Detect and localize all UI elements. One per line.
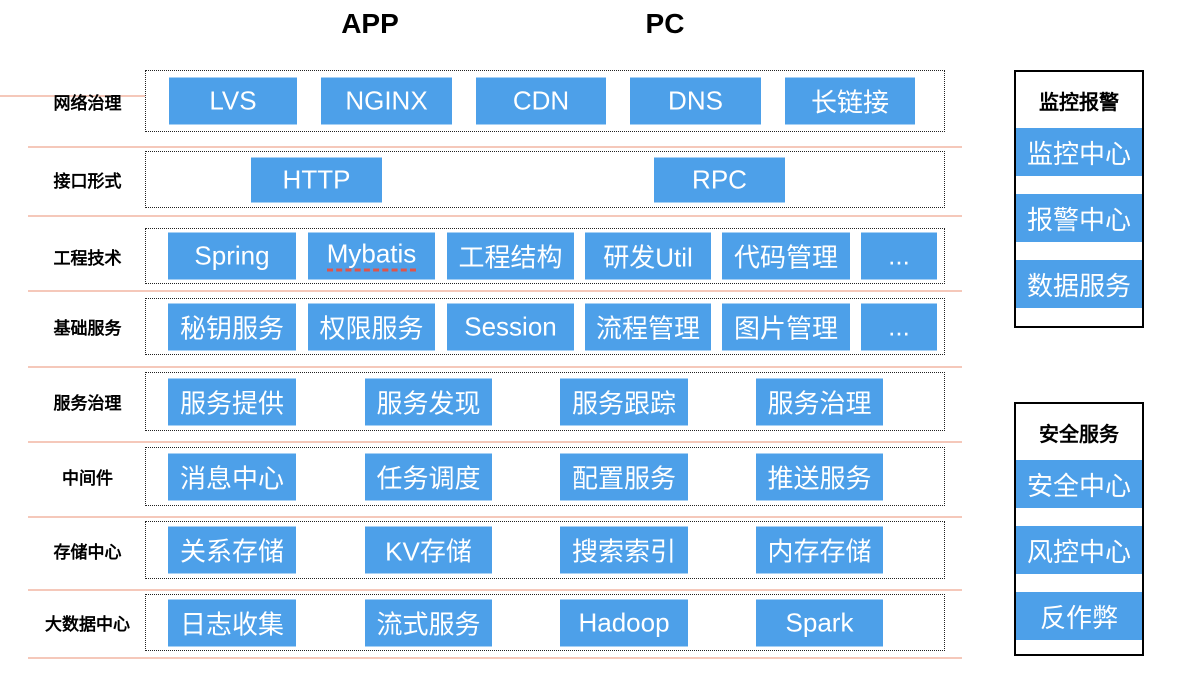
panel-title-monitoring-alert: 监控报警 [1039,91,1119,114]
item-data-service: 数据服务 [1016,260,1142,308]
box-service-tracing: 服务跟踪 [560,378,688,425]
box-mybatis: Mybatis [308,232,435,280]
row-storage-center: 关系存储 KV存储 搜索索引 内存存储 [145,521,945,579]
item-alert-center: 报警中心 [1016,194,1142,242]
box-message-center: 消息中心 [168,453,296,500]
misspelled-text: Mybatis [326,240,417,272]
separator-line [28,290,962,292]
panel-monitoring-alert: 监控报警 监控中心 报警中心 数据服务 [1014,70,1144,328]
item-security-center: 安全中心 [1016,460,1142,508]
row-label-interface-type: 接口形式 [53,172,122,191]
box-lvs: LVS [169,77,297,125]
row-label-basic-services: 基础服务 [53,319,122,338]
row-middleware: 消息中心 任务调度 配置服务 推送服务 [145,447,945,506]
row-big-data-center: 日志收集 流式服务 Hadoop Spark [145,594,945,651]
item-monitoring-center: 监控中心 [1016,128,1142,176]
box-relational-storage: 关系存储 [168,526,296,574]
box-search-index: 搜索索引 [560,526,688,574]
row-service-governance: 服务提供 服务发现 服务跟踪 服务治理 [145,372,945,431]
separator-line [0,95,145,97]
box-spring: Spring [168,232,296,280]
header-pc: PC [645,8,685,39]
box-dns: DNS [630,77,761,125]
box-http: HTTP [251,157,382,202]
box-image-management: 图片管理 [722,303,850,350]
box-config-service: 配置服务 [560,453,688,500]
box-ellipsis: ... [861,232,937,280]
box-code-management: 代码管理 [722,232,850,280]
row-label-engineering-tech: 工程技术 [53,248,122,268]
panel-title-security-service: 安全服务 [1039,423,1119,446]
box-ellipsis: ... [861,303,937,350]
box-kv-storage: KV存储 [365,526,492,574]
row-basic-services: 秘钥服务 权限服务 Session 流程管理 图片管理 ... [145,298,945,355]
separator-line [28,589,962,591]
box-task-scheduling: 任务调度 [365,453,492,500]
item-anti-cheat: 反作弊 [1016,592,1142,640]
box-memory-storage: 内存存储 [756,526,883,574]
box-cdn: CDN [476,77,606,125]
box-permission-service: 权限服务 [308,303,435,350]
row-label-big-data-center: 大数据中心 [45,615,130,634]
separator-line [28,657,962,659]
row-interface-type: HTTP RPC [145,151,945,208]
row-engineering-tech: Spring Mybatis 工程结构 研发Util 代码管理 ... [145,228,945,284]
separator-line [28,366,962,368]
box-long-connection: 长链接 [785,77,915,125]
box-service-discovery: 服务发现 [365,378,492,425]
box-service-provide: 服务提供 [168,378,296,425]
box-push-service: 推送服务 [756,453,883,500]
box-spark: Spark [756,599,883,646]
separator-line [28,441,962,443]
box-secret-key-service: 秘钥服务 [168,303,296,350]
item-risk-control-center: 风控中心 [1016,526,1142,574]
row-label-service-governance: 服务治理 [53,394,122,413]
box-project-structure: 工程结构 [447,232,574,280]
box-session: Session [447,303,574,350]
box-service-governance: 服务治理 [756,378,883,425]
row-label-network-governance: 网络治理 [53,93,122,113]
box-rpc: RPC [654,157,785,202]
row-label-middleware: 中间件 [62,469,113,488]
box-nginx: NGINX [321,77,452,125]
separator-line [28,215,962,217]
separator-line [28,516,962,518]
row-label-storage-center: 存储中心 [53,542,122,562]
box-log-collection: 日志收集 [168,599,296,646]
box-stream-service: 流式服务 [365,599,492,646]
row-network-governance: LVS NGINX CDN DNS 长链接 [145,70,945,132]
box-dev-util: 研发Util [585,232,711,280]
box-process-management: 流程管理 [585,303,711,350]
box-hadoop: Hadoop [560,599,688,646]
separator-line [28,146,962,148]
header-app: APP [341,8,399,39]
panel-security-service: 安全服务 安全中心 风控中心 反作弊 [1014,402,1144,656]
